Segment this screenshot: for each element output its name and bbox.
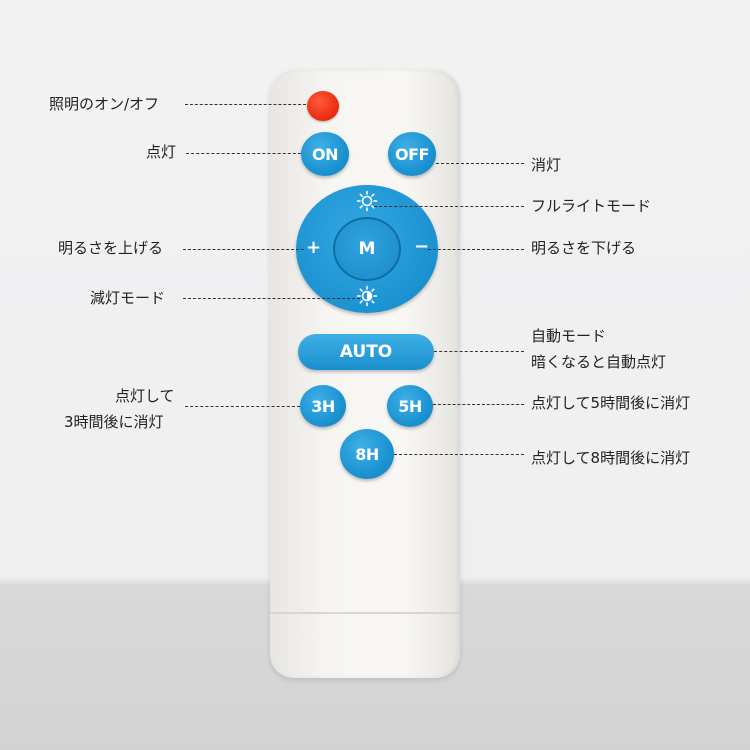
timer-5h-button[interactable]: 5H bbox=[387, 385, 433, 427]
on-annotation: 点灯 bbox=[146, 143, 177, 161]
off-button[interactable]: OFF bbox=[388, 132, 436, 176]
auto-annotation-line2: 暗くなると自動点灯 bbox=[531, 353, 667, 371]
dimmer-leader-line bbox=[428, 249, 524, 250]
timer-8h-button[interactable]: 8H bbox=[340, 429, 394, 479]
dim-mode-annotation: 減灯モード bbox=[90, 289, 166, 307]
timer-8h-annotation: 点灯して8時間後に消灯 bbox=[531, 449, 691, 467]
timer-8h-label: 8H bbox=[355, 444, 379, 464]
power-button[interactable] bbox=[307, 91, 339, 121]
mode-button[interactable]: M bbox=[333, 217, 401, 281]
timer-3h-label: 3H bbox=[311, 396, 335, 416]
timer-3h-button[interactable]: 3H bbox=[300, 385, 346, 427]
off-leader-line bbox=[436, 163, 524, 164]
brighter-leader-line bbox=[183, 249, 304, 250]
timer-5h-label: 5H bbox=[398, 396, 422, 416]
timer-5h-leader-line bbox=[433, 404, 524, 405]
on-button-label: ON bbox=[312, 144, 339, 164]
off-annotation: 消灯 bbox=[531, 156, 562, 174]
full-light-annotation: フルライトモード bbox=[531, 197, 652, 215]
dim-mode-leader-line bbox=[183, 298, 360, 299]
timer-8h-leader-line bbox=[394, 454, 524, 455]
brightness-up-button[interactable]: + bbox=[306, 237, 322, 258]
on-leader-line bbox=[186, 153, 301, 154]
off-button-label: OFF bbox=[395, 144, 429, 164]
sun-bright-icon[interactable] bbox=[356, 190, 378, 212]
auto-annotation-line1: 自動モード bbox=[531, 327, 607, 345]
brightness-down-button[interactable]: − bbox=[414, 236, 430, 257]
power-annotation: 照明のオン/オフ bbox=[49, 95, 160, 113]
remote-control-body bbox=[270, 70, 460, 678]
timer-3h-annotation-line1: 点灯して bbox=[115, 387, 175, 405]
sun-dim-icon[interactable] bbox=[356, 285, 378, 307]
full-light-leader-line bbox=[374, 206, 524, 207]
auto-leader-line bbox=[434, 351, 524, 352]
timer-5h-annotation: 点灯して5時間後に消灯 bbox=[531, 394, 691, 412]
timer-3h-leader-line bbox=[185, 406, 300, 407]
auto-button-label: AUTO bbox=[339, 342, 393, 362]
remote-battery-seam bbox=[270, 612, 460, 614]
timer-3h-annotation-line2: 3時間後に消灯 bbox=[64, 413, 164, 431]
dimmer-annotation: 明るさを下げる bbox=[531, 239, 637, 257]
on-button[interactable]: ON bbox=[301, 132, 349, 176]
brighter-annotation: 明るさを上げる bbox=[58, 239, 164, 257]
auto-button[interactable]: AUTO bbox=[298, 334, 434, 370]
mode-button-label: M bbox=[358, 239, 376, 259]
power-leader-line bbox=[185, 104, 306, 105]
